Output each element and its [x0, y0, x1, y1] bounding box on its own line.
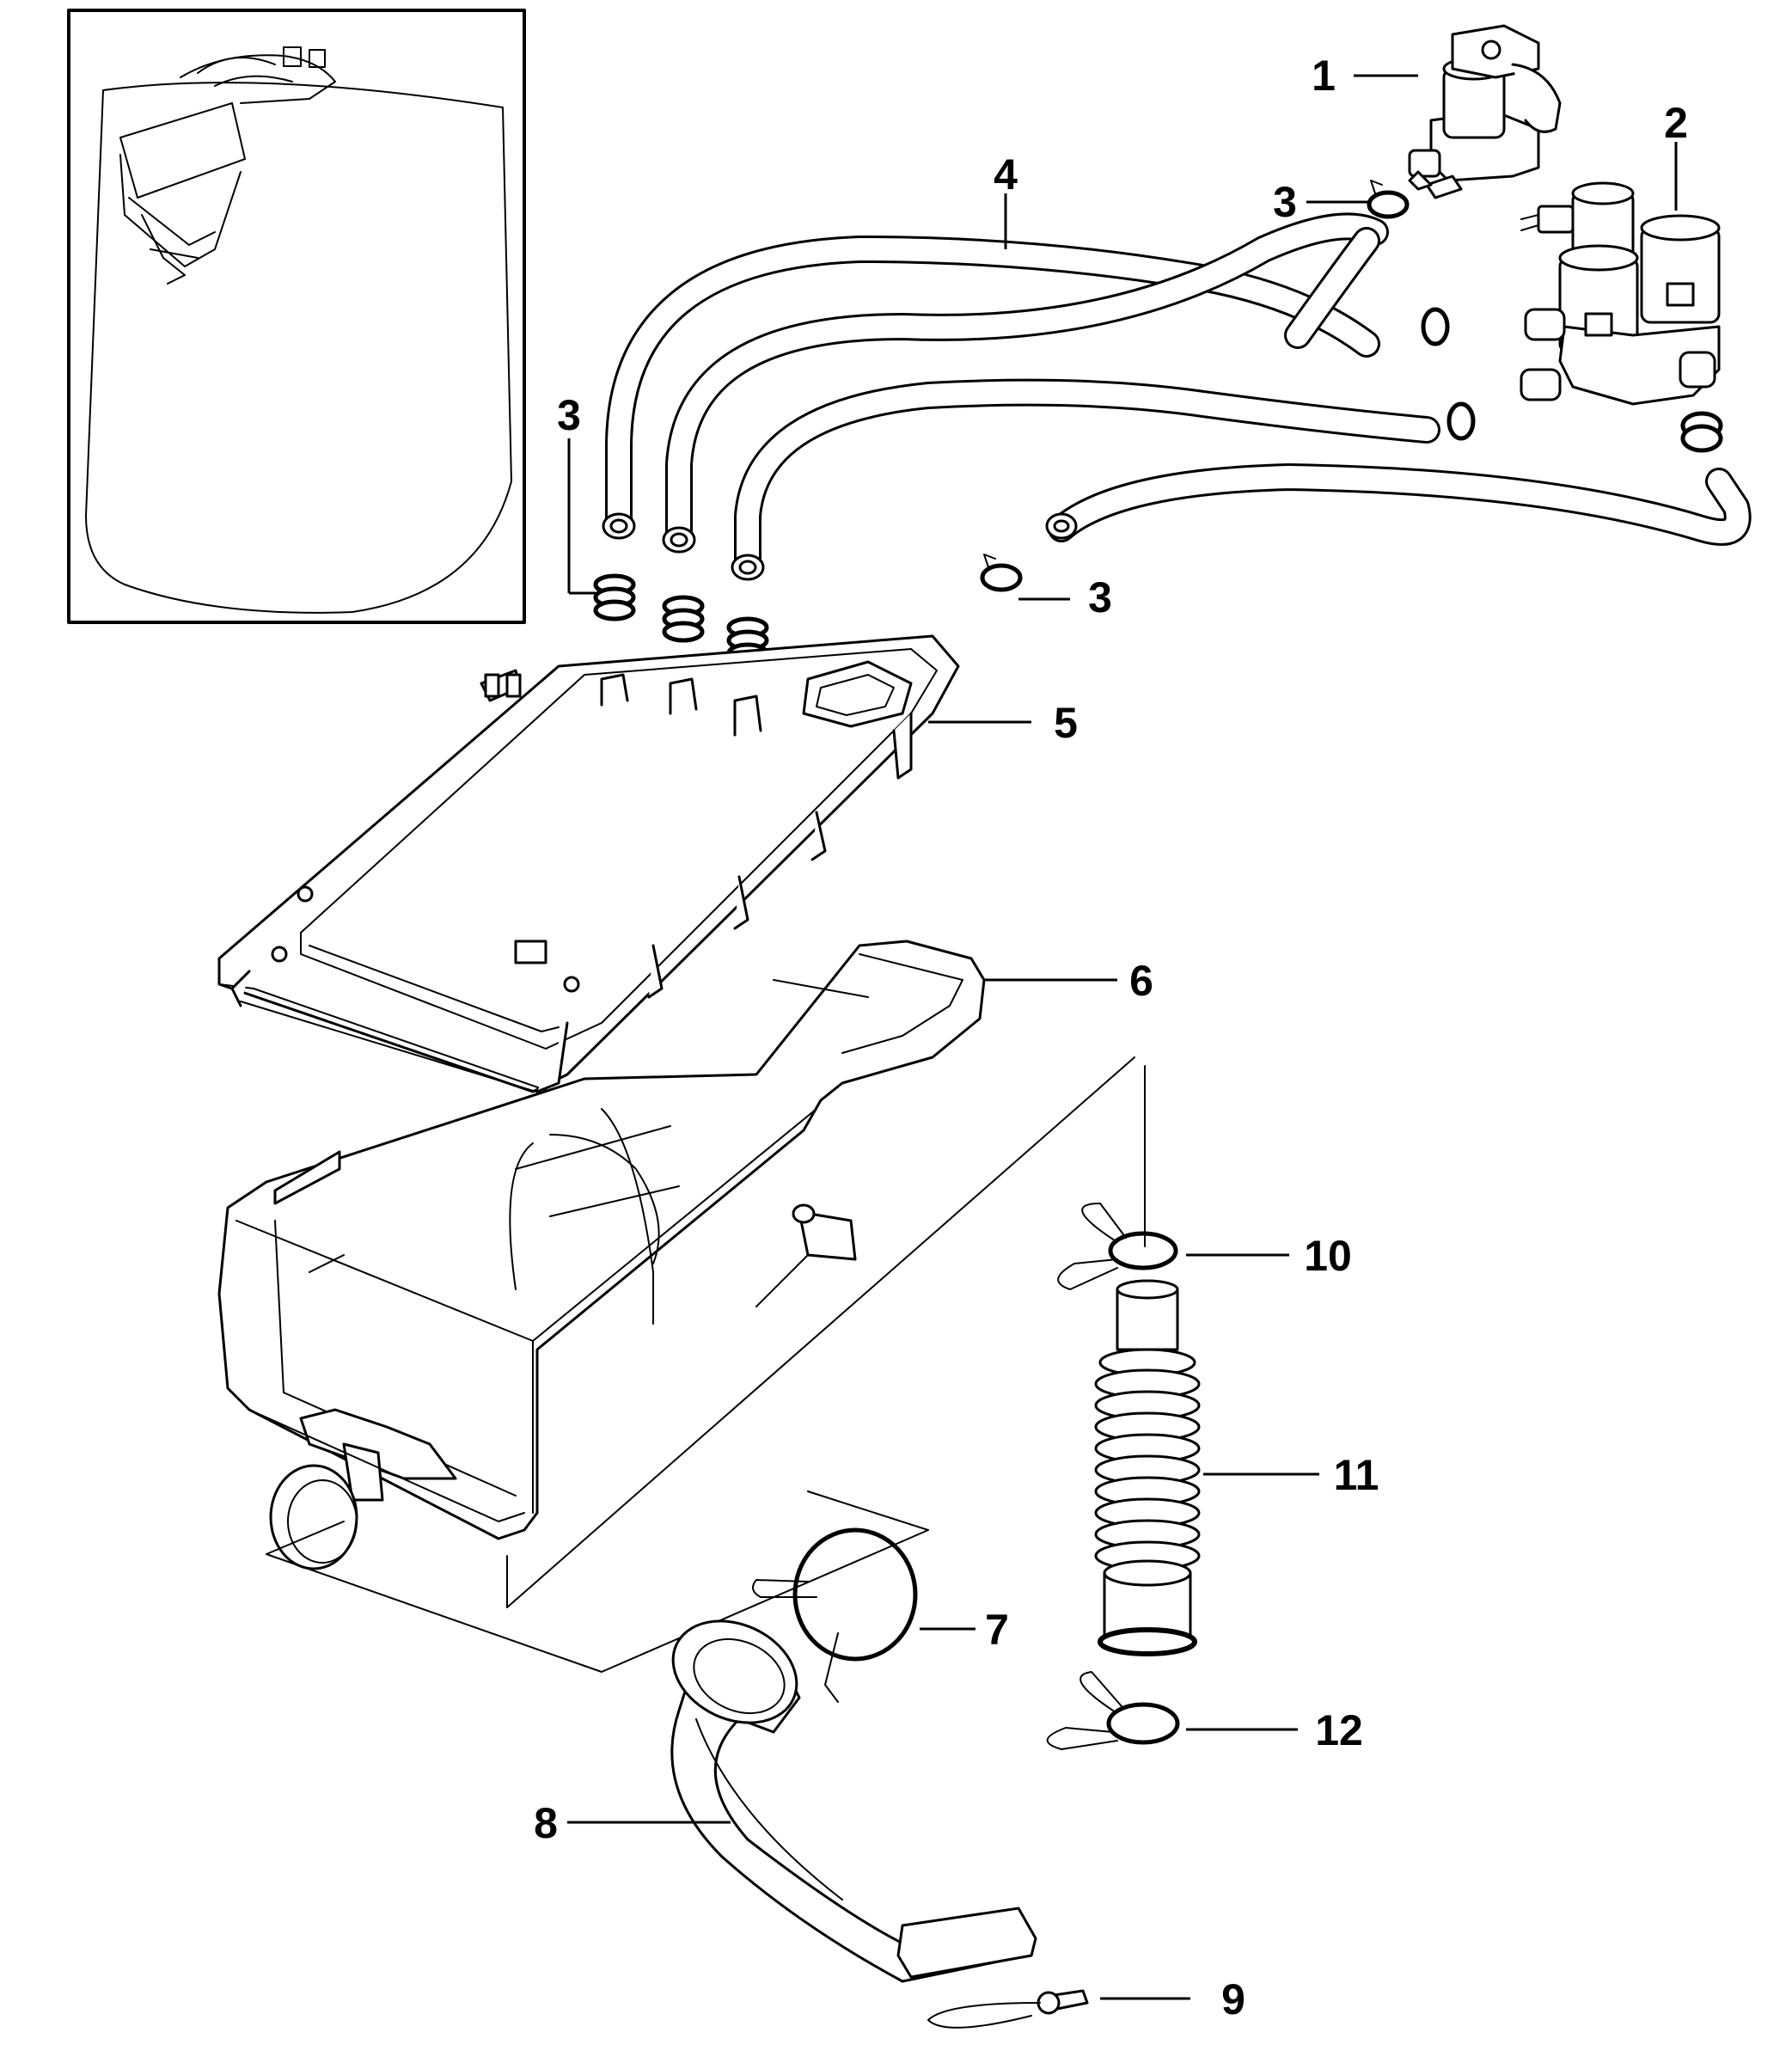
assembly-guide-lines [266, 1056, 1146, 1673]
callout-12: 12 [1315, 1706, 1363, 1754]
clamp-3 [1446, 401, 1476, 441]
dispenser-tub [217, 940, 986, 1570]
clamp-5 [980, 554, 1023, 592]
tub-hose [670, 1619, 1037, 1983]
water-valve-triple [1520, 181, 1721, 406]
callout-11: 11 [1334, 1451, 1379, 1499]
callout-9: 9 [1221, 1975, 1245, 2023]
clamp-6 [593, 573, 636, 621]
dispenser-cover [217, 634, 960, 1110]
callout-10: 10 [1304, 1232, 1352, 1280]
callout-3-left: 3 [557, 391, 581, 439]
hose-clamp-7 [752, 1527, 918, 1703]
clamp-2 [1421, 307, 1450, 346]
clamp-7 [662, 595, 705, 643]
callout-7: 7 [985, 1606, 1009, 1654]
water-valve-single [1408, 24, 1562, 199]
callout-3-top: 3 [1273, 178, 1297, 226]
callout-6: 6 [1129, 957, 1153, 1005]
callout-5: 5 [1054, 699, 1078, 747]
inset-overview [67, 9, 526, 624]
callout-4: 4 [994, 150, 1018, 199]
clamp-10 [1057, 1203, 1178, 1290]
callout-1: 1 [1312, 52, 1336, 100]
callout-2: 2 [1664, 99, 1688, 147]
clamp-12 [1046, 1671, 1180, 1750]
callout-3-center: 3 [1088, 573, 1112, 621]
callout-8: 8 [534, 1799, 558, 1847]
callout-labels: 1 2 3 3 3 4 5 6 7 8 9 10 11 12 [534, 52, 1688, 2023]
callout-leaders [567, 74, 1678, 2000]
inlet-hoses [602, 212, 1752, 581]
sensor-pin [927, 1989, 1089, 2029]
bellows-hose [1094, 1279, 1201, 1656]
clamp-1 [1367, 180, 1410, 219]
clamp-4 [1680, 411, 1723, 453]
